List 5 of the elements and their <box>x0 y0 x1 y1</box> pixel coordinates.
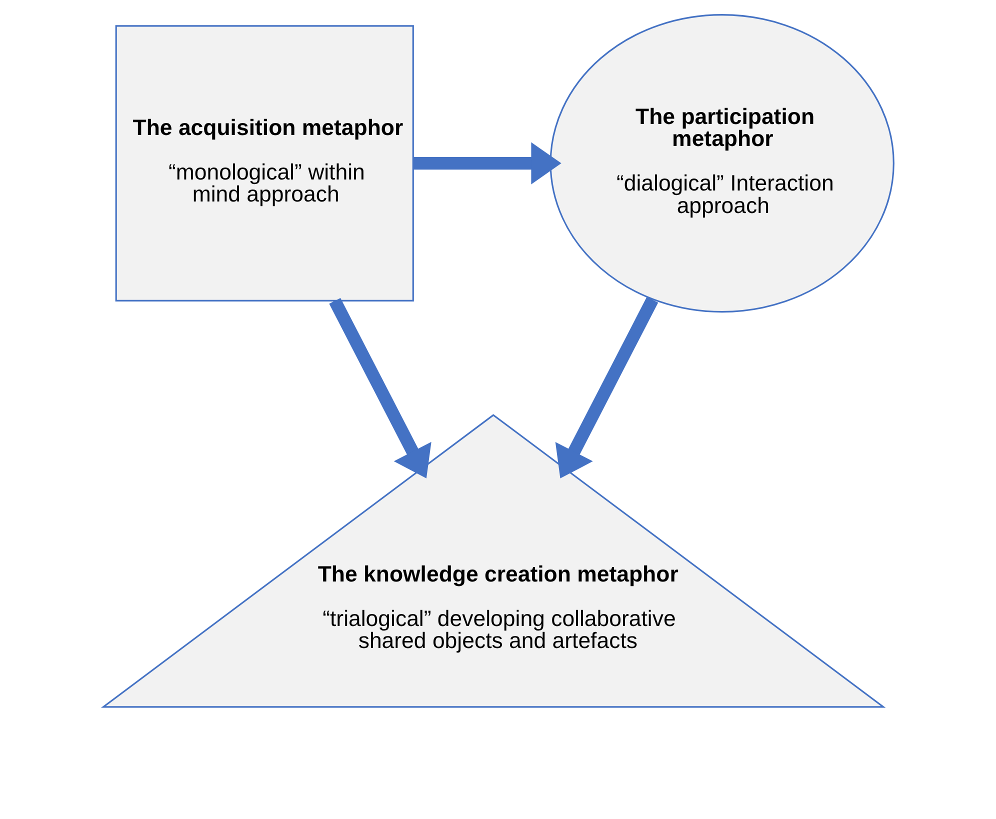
arrow <box>554 296 658 478</box>
node-ellipse: The participation metaphor “dialogical” Interaction approach <box>549 14 894 313</box>
arrow <box>412 142 561 184</box>
arrow <box>328 298 431 478</box>
node-box: The acquisition metaphor “monological” within mind approach <box>114 25 414 302</box>
